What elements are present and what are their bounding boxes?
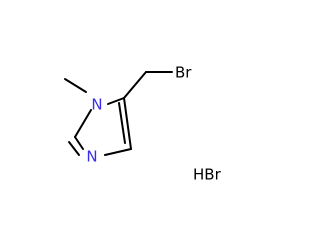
bond-c2-n3-double: [68, 141, 80, 156]
counterion-label: HBr: [193, 166, 222, 184]
atom-label-br: Br: [175, 64, 192, 82]
bond-n1-c2: [74, 109, 92, 138]
bond-methyl-n1: [64, 78, 87, 93]
bond-n1-c5: [107, 97, 125, 105]
bond-c4-c5-double: [118, 102, 126, 144]
chemical-structure: N N Br HBr: [64, 64, 222, 184]
bond-c2-n3: [74, 136, 84, 150]
bonds: [64, 71, 173, 156]
bond-n3-c4: [104, 148, 132, 156]
bond-c4-c5: [123, 97, 132, 150]
bond-c5-ch2: [123, 71, 147, 99]
atom-label-n3: N: [86, 148, 97, 166]
atom-label-n1: N: [91, 96, 102, 114]
atom-labels: N N Br HBr: [86, 64, 221, 184]
